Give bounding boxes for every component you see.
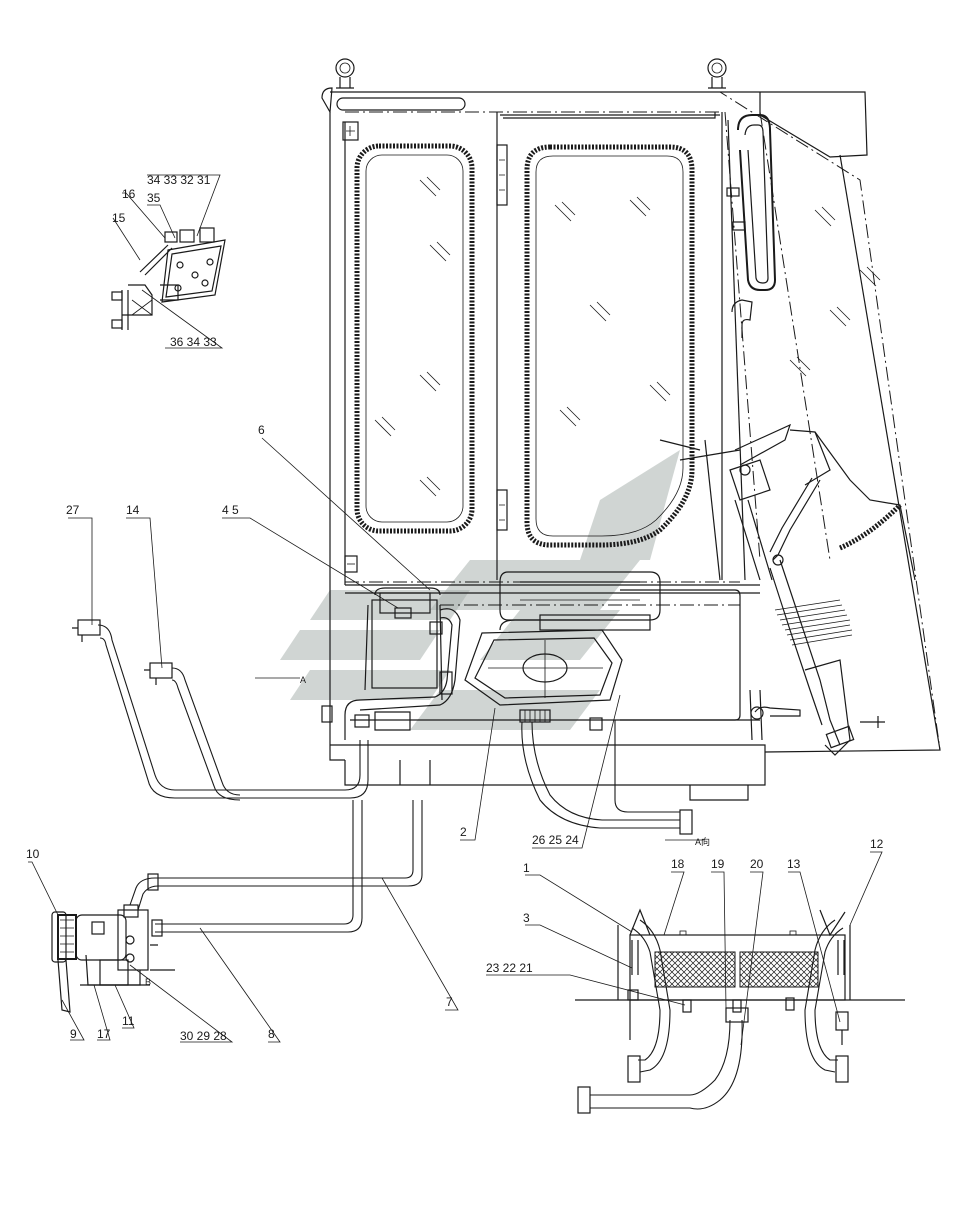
left-window <box>354 143 475 534</box>
callout-4-5: 4 5 <box>222 503 239 517</box>
callout-10: 10 <box>26 847 40 861</box>
callout-3: 3 <box>523 911 530 925</box>
door-window <box>524 144 695 548</box>
inset-detail-view <box>111 227 226 330</box>
callout-20: 20 <box>750 857 764 871</box>
callout-15: 15 <box>112 211 126 225</box>
callout-19: 19 <box>711 857 725 871</box>
leader-lines <box>28 174 883 1046</box>
air-conditioner-unit <box>344 571 661 740</box>
callout-11: 11 <box>122 1014 135 1028</box>
callout-9: 9 <box>70 1027 77 1041</box>
callout-18: 18 <box>671 857 685 871</box>
callout-2: 2 <box>460 825 467 839</box>
callout-6: 6 <box>258 423 265 437</box>
callout-1: 1 <box>523 861 530 875</box>
compressor <box>51 904 175 1013</box>
callout-8: 8 <box>268 1027 275 1041</box>
grab-handle <box>726 114 777 338</box>
callout-30-29-28: 30 29 28 <box>180 1029 227 1043</box>
control-console <box>659 423 916 756</box>
callout-27: 27 <box>66 503 80 517</box>
cab-outline <box>321 58 941 801</box>
callout-26-25-24: 26 25 24 <box>532 833 579 847</box>
callout-7: 7 <box>446 995 453 1009</box>
callout-13: 13 <box>787 857 801 871</box>
callout-12: 12 <box>870 837 884 851</box>
view-a-detail <box>575 908 905 1114</box>
section-mark-a: A <box>300 675 306 685</box>
callout-34-33-32-31: 34 33 32 31 <box>147 173 211 187</box>
view-label-a: A向 <box>695 836 710 847</box>
callout-23-22-21: 23 22 21 <box>486 961 533 975</box>
callout-labels: 1 2 3 4 5 6 7 8 9 10 11 12 13 14 15 16 1… <box>26 173 884 1043</box>
mark-b: B <box>145 977 151 987</box>
refrigerant-hoses <box>72 619 693 937</box>
rear-glass <box>789 206 881 377</box>
callout-35: 35 <box>147 191 161 205</box>
callout-36-34-33: 36 34 33 <box>170 335 217 349</box>
callout-16: 16 <box>122 187 136 201</box>
callout-14: 14 <box>126 503 140 517</box>
callout-17: 17 <box>97 1027 111 1041</box>
